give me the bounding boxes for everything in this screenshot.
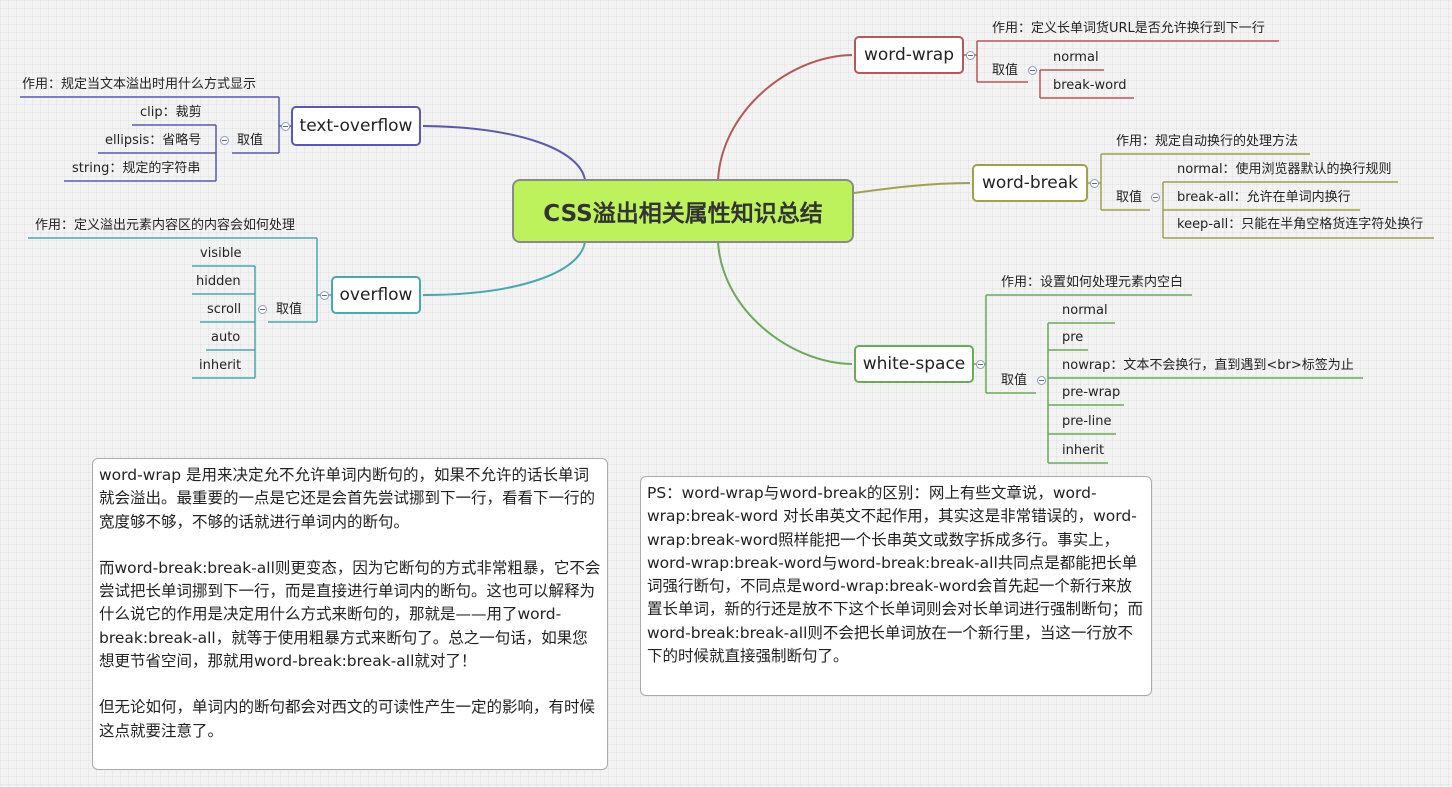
overflow-value: hidden	[196, 274, 241, 289]
overflow-value: visible	[200, 246, 242, 261]
collapse-toggle-icon[interactable]	[1151, 193, 1160, 202]
collapse-toggle-icon[interactable]	[320, 291, 329, 300]
note-left-paragraph: 而word-break:break-all则更变态，因为它断句的方式非常粗暴，它…	[99, 558, 601, 671]
text-overflow-value: ellipsis：省略号	[105, 133, 202, 148]
white-space-value: pre	[1062, 330, 1084, 345]
note-left-paragraph: 但无论如何，单词内的断句都会对西文的可读性产生一定的影响，有时候这点就要注意了。	[99, 698, 596, 740]
collapse-toggle-icon[interactable]	[1090, 179, 1099, 188]
note-left: word-wrap 是用来决定允不允许单词内断句的，如果不允许的话长单词就会溢出…	[92, 458, 608, 770]
text-overflow-value: string：规定的字符串	[72, 161, 201, 176]
collapse-toggle-icon[interactable]	[976, 360, 985, 369]
overflow-value: scroll	[207, 302, 242, 317]
word-break-values-label: 取值	[1116, 190, 1143, 205]
root-topic[interactable]: CSS溢出相关属性知识总结	[512, 179, 854, 243]
link-root-text-overflow	[422, 125, 586, 181]
white-space-value: pre-line	[1062, 414, 1112, 429]
overflow-desc: 作用：定义溢出元素内容区的内容会如何处理	[35, 218, 296, 233]
topic-word-wrap[interactable]: word-wrap	[854, 36, 964, 74]
word-break-value: keep-all：只能在半角空格货连字符处换行	[1177, 217, 1424, 232]
text-overflow-values-label: 取值	[237, 133, 264, 148]
white-space-value: nowrap：文本不会换行，直到遇到<br>标签为止	[1062, 358, 1354, 373]
overflow-value: auto	[211, 330, 241, 345]
word-wrap-value: break-word	[1053, 78, 1127, 93]
word-wrap-value: normal	[1053, 50, 1099, 65]
text-overflow-value: clip：裁剪	[140, 105, 202, 120]
text-overflow-desc: 作用：规定当文本溢出时用什么方式显示	[22, 77, 257, 92]
collapse-toggle-icon[interactable]	[966, 51, 975, 60]
white-space-desc: 作用：设置如何处理元素内空白	[1001, 275, 1184, 290]
collapse-toggle-icon[interactable]	[258, 305, 267, 314]
overflow-value: inherit	[199, 358, 242, 373]
link-root-word-wrap	[717, 54, 853, 181]
note-left-paragraph: word-wrap 是用来决定允不允许单词内断句的，如果不允许的话长单词就会溢出…	[99, 466, 596, 531]
white-space-values-label: 取值	[1001, 373, 1028, 388]
word-wrap-values-label: 取值	[992, 63, 1019, 78]
topic-overflow[interactable]: overflow	[331, 276, 421, 314]
link-root-word-break	[853, 182, 971, 194]
collapse-toggle-icon[interactable]	[220, 136, 229, 145]
topic-white-space[interactable]: white-space	[854, 345, 974, 383]
white-space-value: normal	[1062, 303, 1108, 318]
link-root-overflow	[422, 241, 586, 296]
note-right: PS：word-wrap与word-break的区别：网上有些文章说，word-…	[640, 476, 1152, 696]
word-break-value: normal：使用浏览器默认的换行规则	[1177, 162, 1392, 177]
white-space-value: pre-wrap	[1062, 385, 1121, 400]
collapse-toggle-icon[interactable]	[281, 122, 290, 131]
word-break-value: break-all：允许在单词内换行	[1177, 190, 1351, 205]
collapse-toggle-icon[interactable]	[1037, 376, 1046, 385]
overflow-values-label: 取值	[276, 302, 303, 317]
topic-word-break[interactable]: word-break	[972, 164, 1088, 202]
note-right-paragraph: PS：word-wrap与word-break的区别：网上有些文章说，word-…	[647, 484, 1144, 666]
topic-text-overflow[interactable]: text-overflow	[291, 106, 421, 146]
white-space-value: inherit	[1062, 443, 1105, 458]
collapse-toggle-icon[interactable]	[1028, 66, 1037, 75]
word-wrap-desc: 作用：定义长单词货URL是否允许换行到下一行	[992, 21, 1265, 36]
word-break-desc: 作用：规定自动换行的处理方法	[1116, 134, 1299, 149]
link-root-white-space	[717, 241, 853, 365]
